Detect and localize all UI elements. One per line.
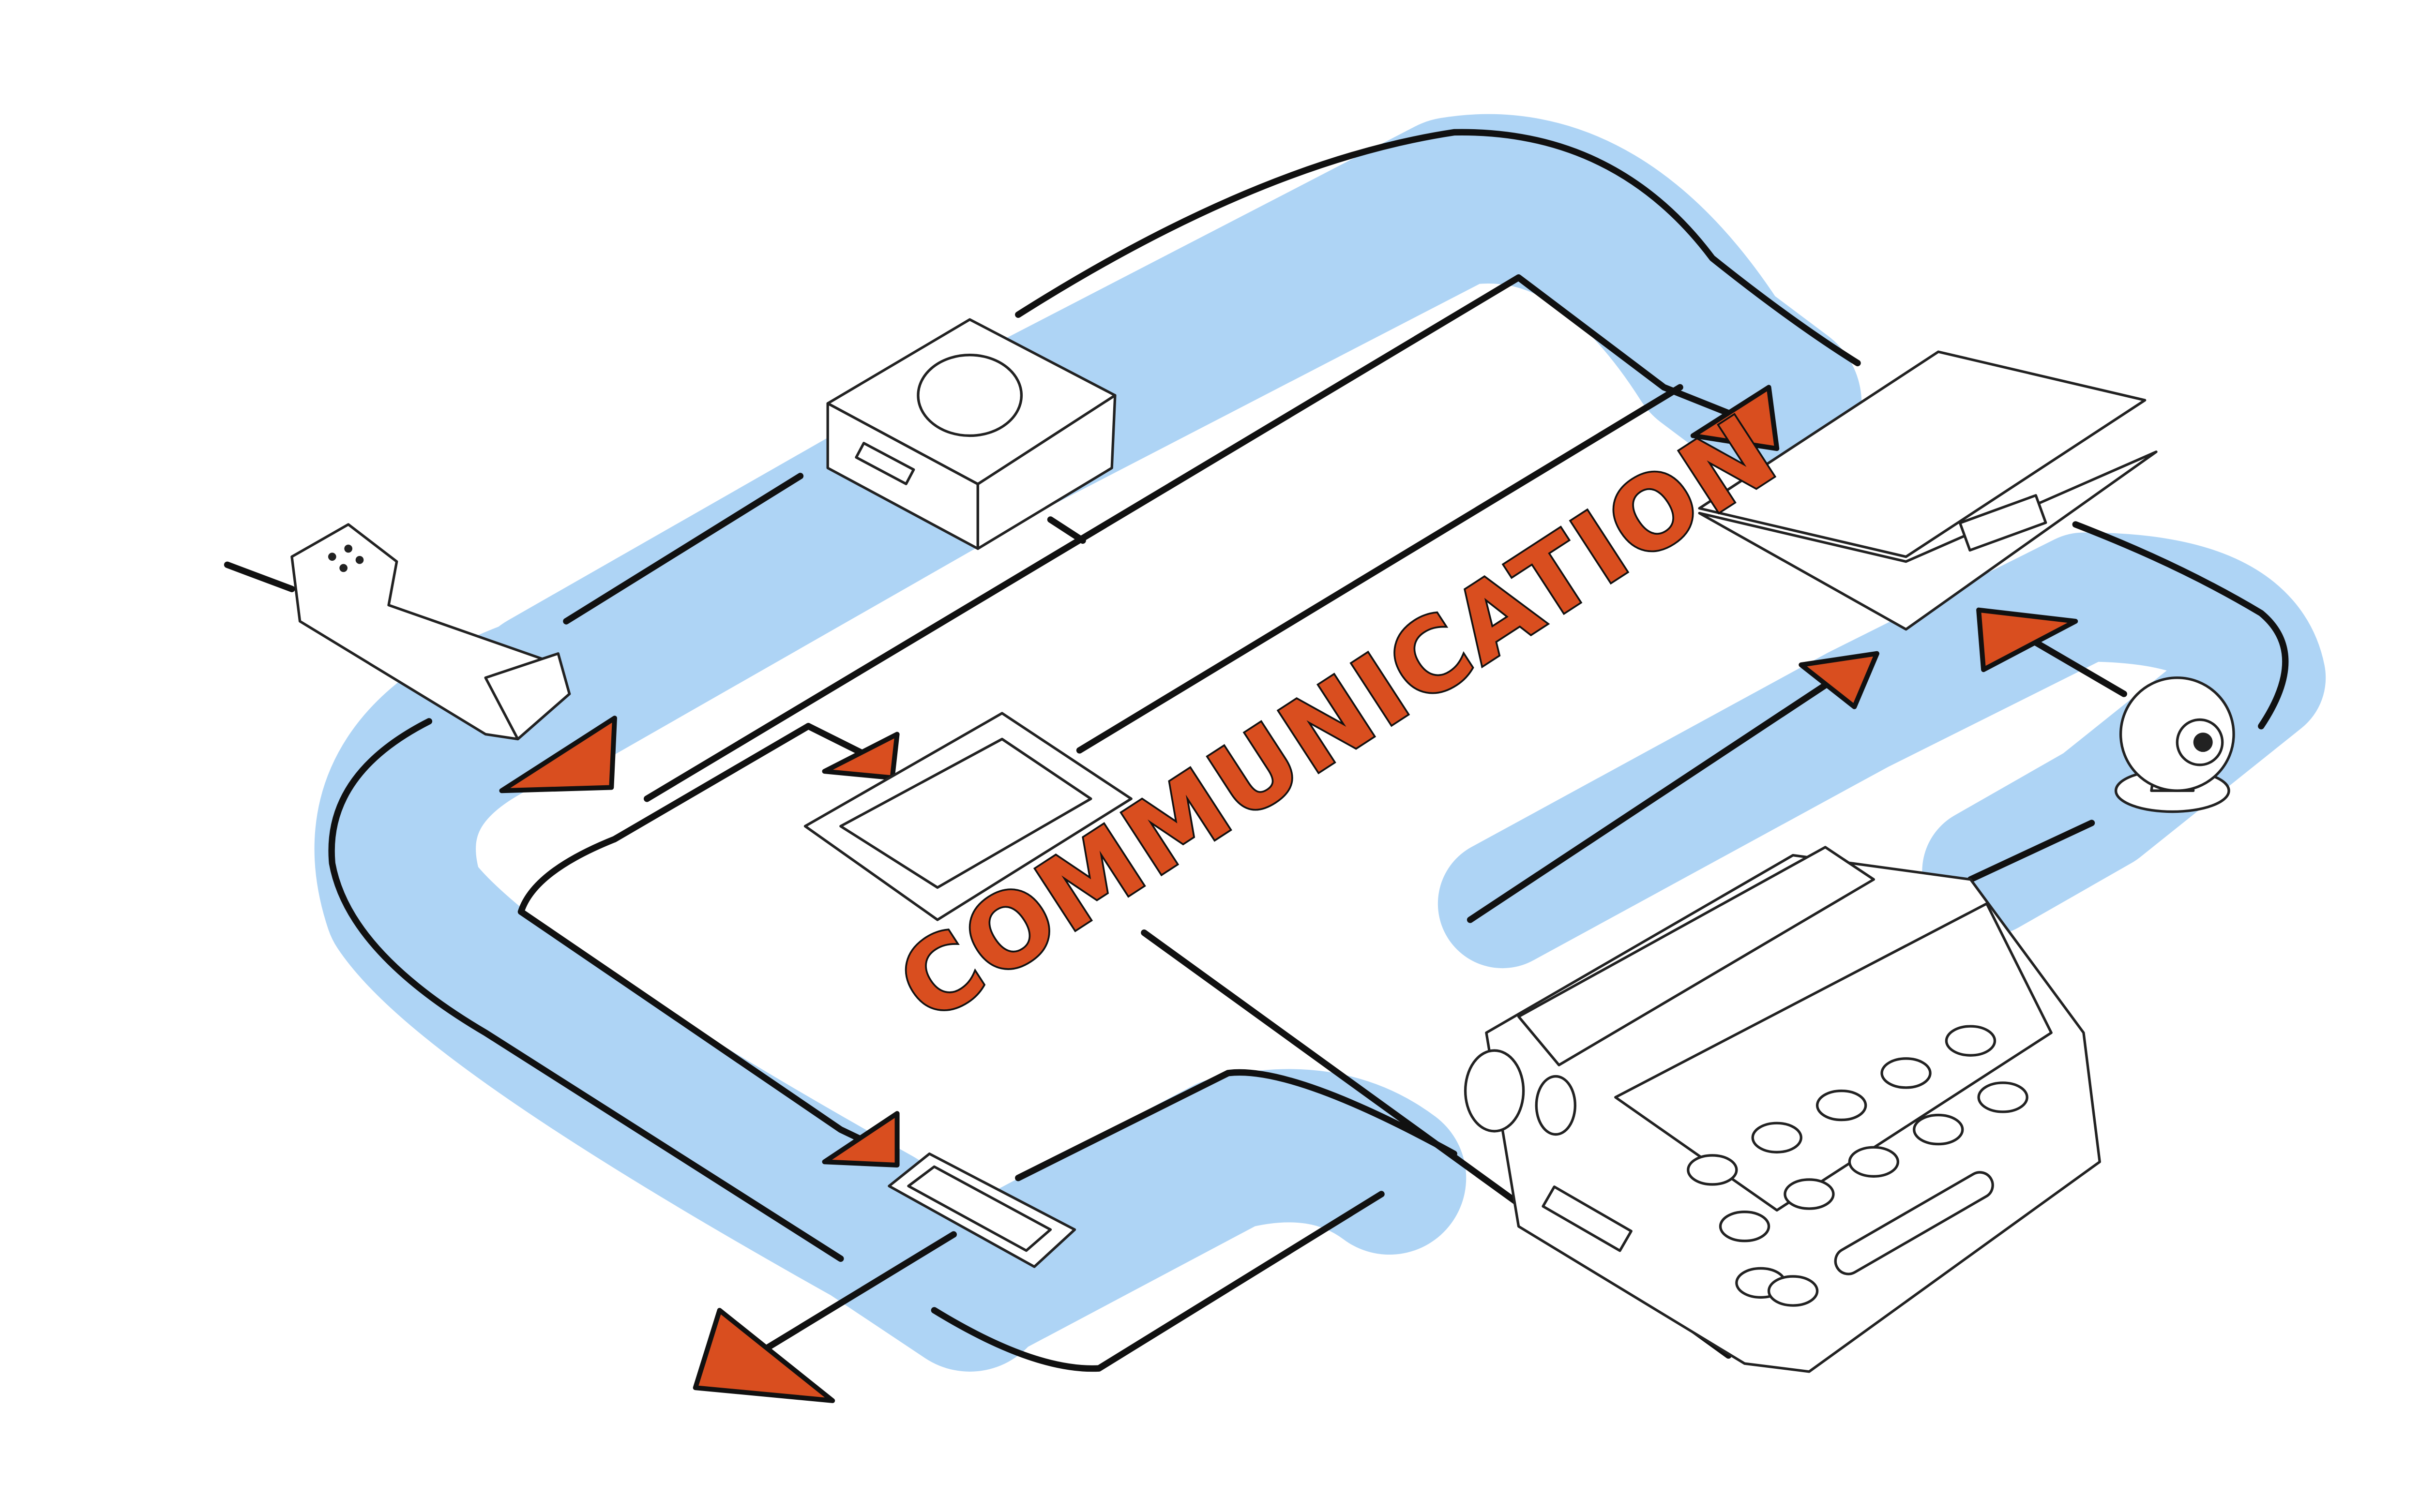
typewriter-icon — [1464, 846, 2101, 1373]
arrowheads — [499, 385, 2078, 1403]
arrowhead-top-right — [1690, 385, 1780, 451]
arrowhead-phone — [822, 1111, 900, 1168]
blue-flow-band — [314, 114, 2326, 1372]
tablet-icon — [803, 712, 1133, 921]
laptop-icon — [1698, 350, 2158, 631]
arrowhead-bottom — [693, 1308, 835, 1403]
arrowhead-typewriter — [1799, 651, 1880, 709]
arrowhead-left — [499, 716, 617, 793]
arrowhead-tablet — [822, 732, 900, 780]
arrowhead-webcam — [1976, 607, 2078, 673]
disk-drive-icon — [826, 318, 1117, 550]
webcam-icon — [2114, 676, 2235, 813]
smartphone-icon — [888, 1152, 1076, 1268]
handset-telephone-icon — [224, 523, 571, 741]
